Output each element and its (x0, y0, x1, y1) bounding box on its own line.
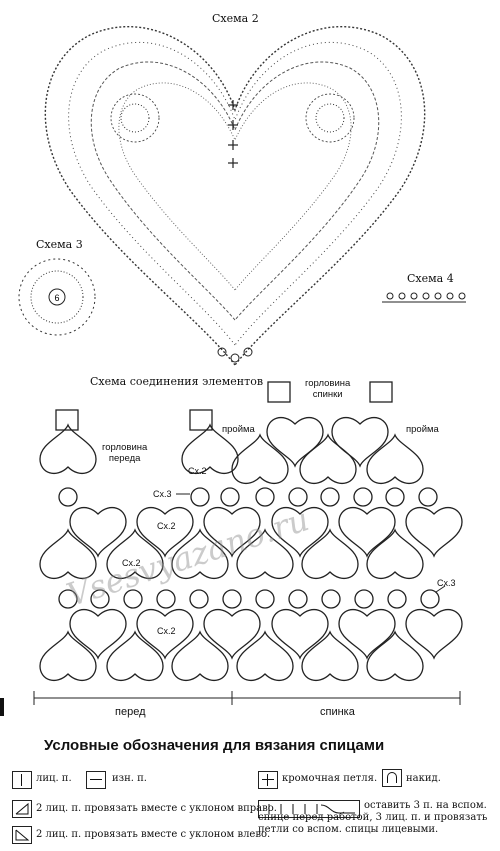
label-armhole-left: пройма (222, 424, 255, 435)
legend-edge: кромочная петля. (282, 773, 378, 784)
scheme3-title: Схема 3 (36, 238, 83, 251)
label-sx2-a: Сх.2 (188, 466, 207, 476)
label-neck-front: горловина переда (102, 442, 148, 464)
label-sx3-b: Сх.3 (437, 578, 456, 588)
label-sx2-b: Сх.2 (157, 521, 176, 531)
label-sx2-d: Сх.2 (157, 626, 176, 636)
label-neck-back: горловина спинки (305, 378, 351, 400)
scheme3-flower-chart: 6 (18, 258, 96, 336)
scheme4-title: Схема 4 (407, 272, 454, 285)
legend-knit: лиц. п. (36, 773, 72, 784)
legend-k2tog-right: 2 лиц. п. провязать вместе с уклоном впр… (36, 803, 277, 814)
scheme3-center-count: 6 (54, 293, 59, 303)
join-scheme-diagram (0, 381, 463, 716)
label-sx2-c: Сх.2 (122, 558, 141, 568)
knit-stitch-icon (12, 771, 32, 789)
label-sx3-a: Сх.3 (153, 489, 172, 499)
purl-stitch-icon (86, 771, 106, 789)
label-front: перед (115, 706, 146, 718)
scheme4-edging-chart (382, 292, 466, 303)
scheme2-heart-chart (44, 25, 426, 367)
legend-cable: оставить 3 п. на вспом. спице перед рабо… (258, 800, 488, 835)
edge-stitch-icon (258, 771, 278, 789)
legend-k2tog-left: 2 лиц. п. провязать вместе с уклоном вле… (36, 829, 271, 840)
join-scheme-title: Схема соединения элементов (90, 375, 264, 388)
label-armhole-right: пройма (406, 424, 439, 435)
legend-title: Условные обозначения для вязания спицами (44, 737, 385, 754)
k2tog-right-icon (12, 800, 32, 818)
legend-purl: изн. п. (112, 773, 147, 784)
legend-yarnover: накид. (406, 773, 441, 784)
k2tog-left-icon (12, 826, 32, 844)
label-back: спинка (320, 706, 355, 718)
yarnover-icon (382, 769, 402, 787)
cable-stitch-icon (258, 800, 360, 818)
scheme2-title: Схема 2 (212, 12, 259, 25)
